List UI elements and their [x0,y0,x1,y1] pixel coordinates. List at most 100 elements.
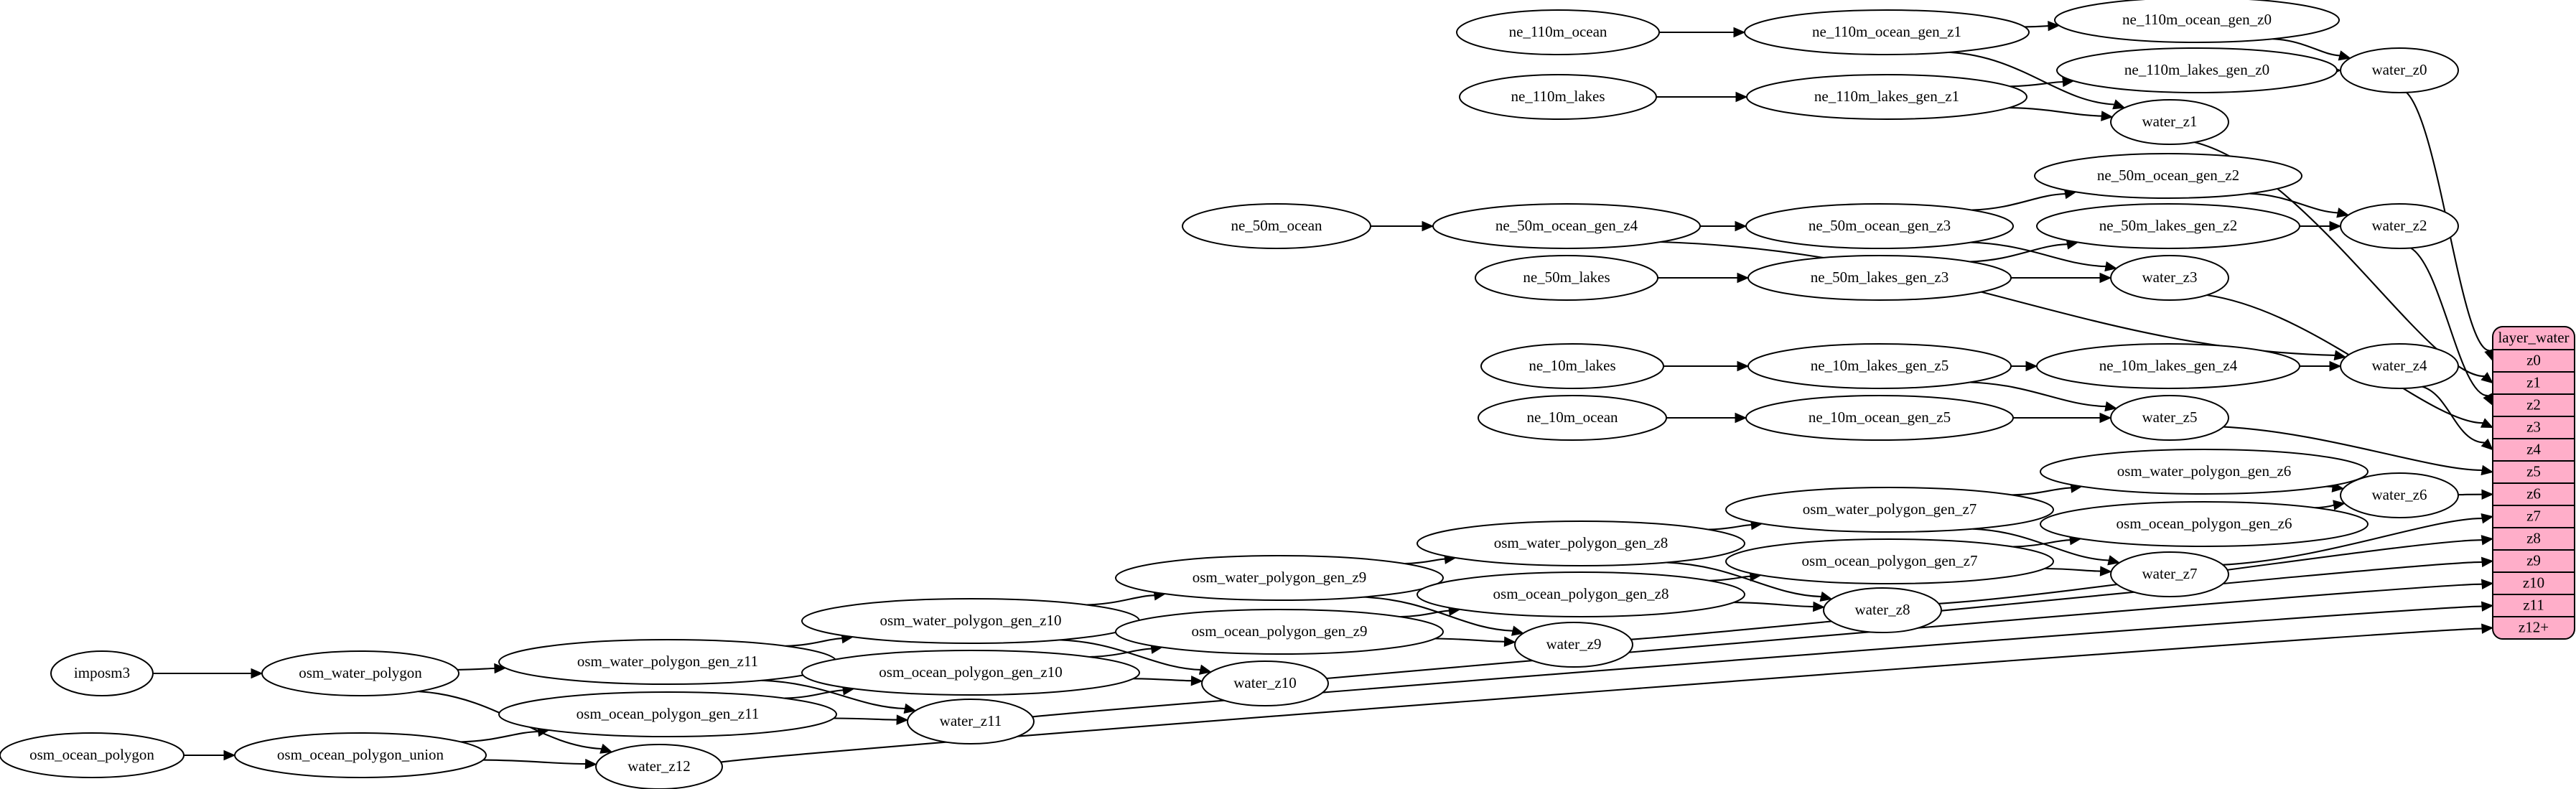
node-ne_10m_lakes_gen_z4[interactable]: ne_10m_lakes_gen_z4 [2036,343,2300,389]
node-osm_ocean_polygon_gen_z10[interactable]: osm_ocean_polygon_gen_z10 [801,650,1140,696]
node-ne_110m_ocean_gen_z0[interactable]: ne_110m_ocean_gen_z0 [2054,0,2340,43]
node-label: osm_ocean_polygon_gen_z8 [1493,585,1669,602]
node-osm_ocean_polygon_gen_z11[interactable]: osm_ocean_polygon_gen_z11 [498,691,837,737]
node-osm_ocean_polygon_gen_z6[interactable]: osm_ocean_polygon_gen_z6 [2040,501,2369,547]
layer-water-row-z5[interactable]: z5 [2526,462,2541,480]
edge-arrowhead [599,743,613,754]
node-imposm3[interactable]: imposm3 [50,650,154,696]
node-water_z6[interactable]: water_z6 [2340,472,2459,518]
edge-water_z11-to-layer_water-z11 [1032,605,2483,718]
edge-water_z5-to-layer_water-z5 [2223,426,2483,472]
edge-osm_ocean_polygon_gen_z11-to-osm_ocean_polygon_gen_z10 [784,689,844,699]
layer-water-row-z1[interactable]: z1 [2526,373,2541,391]
node-water_z1[interactable]: water_z1 [2110,99,2229,145]
edge-arrowhead [2481,372,2493,384]
layer-water-row-z9[interactable]: z9 [2526,551,2541,569]
layer-water-row-z2[interactable]: z2 [2526,396,2541,413]
edge-ne_10m_lakes_gen_z5-to-water_z5 [1970,381,2106,408]
node-ne_10m_ocean[interactable]: ne_10m_ocean [1478,395,1667,441]
node-water_z11[interactable]: water_z11 [907,699,1035,744]
node-label: osm_water_polygon [299,664,422,681]
node-ne_10m_lakes[interactable]: ne_10m_lakes [1480,343,1664,389]
layer-water-row-z3[interactable]: z3 [2526,418,2541,435]
node-water_z4[interactable]: water_z4 [2340,343,2459,389]
node-label: ne_110m_lakes [1511,88,1605,105]
layer-water-table[interactable]: layer_waterz0z1z2z3z4z5z6z7z8z9z10z11z12… [2492,326,2575,640]
node-osm_ocean_polygon_gen_z9[interactable]: osm_ocean_polygon_gen_z9 [1115,609,1444,655]
node-ne_110m_ocean[interactable]: ne_110m_ocean [1456,9,1660,55]
node-water_z2[interactable]: water_z2 [2340,203,2459,249]
node-osm_ocean_polygon[interactable]: osm_ocean_polygon [0,732,185,778]
edge-arrowhead [2333,350,2347,360]
node-water_z5[interactable]: water_z5 [2110,395,2229,441]
edge-arrowhead [223,750,236,761]
node-water_z8[interactable]: water_z8 [1823,587,1942,633]
node-osm_water_polygon_gen_z6[interactable]: osm_water_polygon_gen_z6 [2040,449,2369,495]
node-water_z12[interactable]: water_z12 [595,744,723,789]
node-ne_50m_ocean[interactable]: ne_50m_ocean [1182,203,1371,249]
edge-water_z10-to-layer_water-z10 [1326,583,2483,680]
node-water_z3[interactable]: water_z3 [2110,255,2229,301]
node-ne_110m_lakes_gen_z1[interactable]: ne_110m_lakes_gen_z1 [1746,74,2027,120]
edge-osm_water_polygon_gen_z7-to-water_z7 [1972,528,2109,561]
node-label: ne_10m_lakes_gen_z5 [1811,357,1949,374]
node-osm_water_polygon_gen_z11[interactable]: osm_water_polygon_gen_z11 [498,639,837,685]
edge-osm_water_polygon_gen_z8-to-water_z8 [1666,561,1821,598]
edge-osm_water_polygon_gen_z9-to-osm_water_polygon_gen_z8 [1404,558,1445,565]
edge-water_z8-to-layer_water-z8 [1938,539,2483,604]
edge-arrowhead [494,663,507,674]
table-layer: layer_waterz0z1z2z3z4z5z6z7z8z9z10z11z12… [2492,326,2575,640]
layer-water-row-z7[interactable]: z7 [2526,507,2541,524]
layer-water-row-z0[interactable]: z0 [2526,351,2541,368]
layer-water-row-z10[interactable]: z10 [2523,574,2544,591]
node-label: ne_10m_lakes [1529,357,1615,374]
edge-osm_water_polygon_gen_z8-to-osm_water_polygon_gen_z7 [1708,524,1752,531]
node-ne_50m_lakes_gen_z2[interactable]: ne_50m_lakes_gen_z2 [2036,203,2300,249]
layer-water-row-z6[interactable]: z6 [2526,485,2541,502]
node-osm_water_polygon_gen_z8[interactable]: osm_water_polygon_gen_z8 [1417,520,1745,566]
layer-water-row-z8[interactable]: z8 [2526,529,2541,546]
node-label: water_z3 [2142,269,2198,286]
edge-arrowhead [2481,464,2494,476]
node-ne_50m_ocean_gen_z2[interactable]: ne_50m_ocean_gen_z2 [2034,153,2302,199]
node-osm_ocean_polygon_union[interactable]: osm_ocean_polygon_union [234,732,487,778]
node-ne_110m_lakes_gen_z0[interactable]: ne_110m_lakes_gen_z0 [2056,47,2338,93]
node-water_z7[interactable]: water_z7 [2110,551,2229,597]
node-ne_10m_lakes_gen_z5[interactable]: ne_10m_lakes_gen_z5 [1747,343,2012,389]
edge-arrowhead [2481,623,2494,634]
node-water_z10[interactable]: water_z10 [1201,660,1329,706]
node-osm_water_polygon[interactable]: osm_water_polygon [261,650,459,696]
node-ne_50m_ocean_gen_z3[interactable]: ne_50m_ocean_gen_z3 [1745,203,2014,249]
edge-arrowhead [1503,636,1516,648]
node-ne_50m_lakes_gen_z3[interactable]: ne_50m_lakes_gen_z3 [1747,255,2012,301]
node-ne_110m_ocean_gen_z1[interactable]: ne_110m_ocean_gen_z1 [1744,9,2030,55]
edge-osm_ocean_polygon_gen_z10-to-osm_ocean_polygon_gen_z9 [1089,648,1152,658]
layer-water-row-z12+[interactable]: z12+ [2519,618,2549,635]
edge-arrowhead [2480,418,2494,429]
node-osm_water_polygon_gen_z9[interactable]: osm_water_polygon_gen_z9 [1115,555,1444,601]
node-osm_water_polygon_gen_z10[interactable]: osm_water_polygon_gen_z10 [801,598,1140,644]
node-label: water_z8 [1855,601,1910,618]
edge-water_z7-to-layer_water-z7 [2223,518,2483,566]
node-label: ne_110m_ocean_gen_z0 [2122,11,2272,28]
node-label: ne_10m_ocean [1526,408,1618,426]
layer-water-row-z11[interactable]: z11 [2523,596,2544,613]
node-label: osm_water_polygon_gen_z9 [1193,569,1367,586]
node-water_z0[interactable]: water_z0 [2340,47,2459,93]
edge-osm_water_polygon-to-osm_water_polygon_gen_z11 [457,667,495,671]
node-ne_50m_ocean_gen_z4[interactable]: ne_50m_ocean_gen_z4 [1432,203,1701,249]
node-water_z9[interactable]: water_z9 [1514,622,1633,668]
edge-ne_110m_ocean_gen_z0-to-water_z0 [2272,38,2340,57]
node-label: osm_water_polygon_gen_z8 [1494,534,1669,551]
node-ne_10m_ocean_gen_z5[interactable]: ne_10m_ocean_gen_z5 [1745,395,2014,441]
node-osm_ocean_polygon_gen_z7[interactable]: osm_ocean_polygon_gen_z7 [1725,538,2054,584]
node-osm_ocean_polygon_gen_z8[interactable]: osm_ocean_polygon_gen_z8 [1417,571,1745,617]
node-ne_50m_lakes[interactable]: ne_50m_lakes [1475,255,1658,301]
node-label: ne_110m_ocean_gen_z1 [1812,23,1961,40]
node-label: ne_50m_ocean_gen_z3 [1809,217,1951,234]
node-ne_110m_lakes[interactable]: ne_110m_lakes [1459,74,1657,120]
layer-water-row-z4[interactable]: z4 [2526,440,2541,457]
node-label: water_z0 [2372,61,2427,78]
node-osm_water_polygon_gen_z7[interactable]: osm_water_polygon_gen_z7 [1725,487,2054,533]
node-label: osm_ocean_polygon_gen_z11 [577,705,760,722]
